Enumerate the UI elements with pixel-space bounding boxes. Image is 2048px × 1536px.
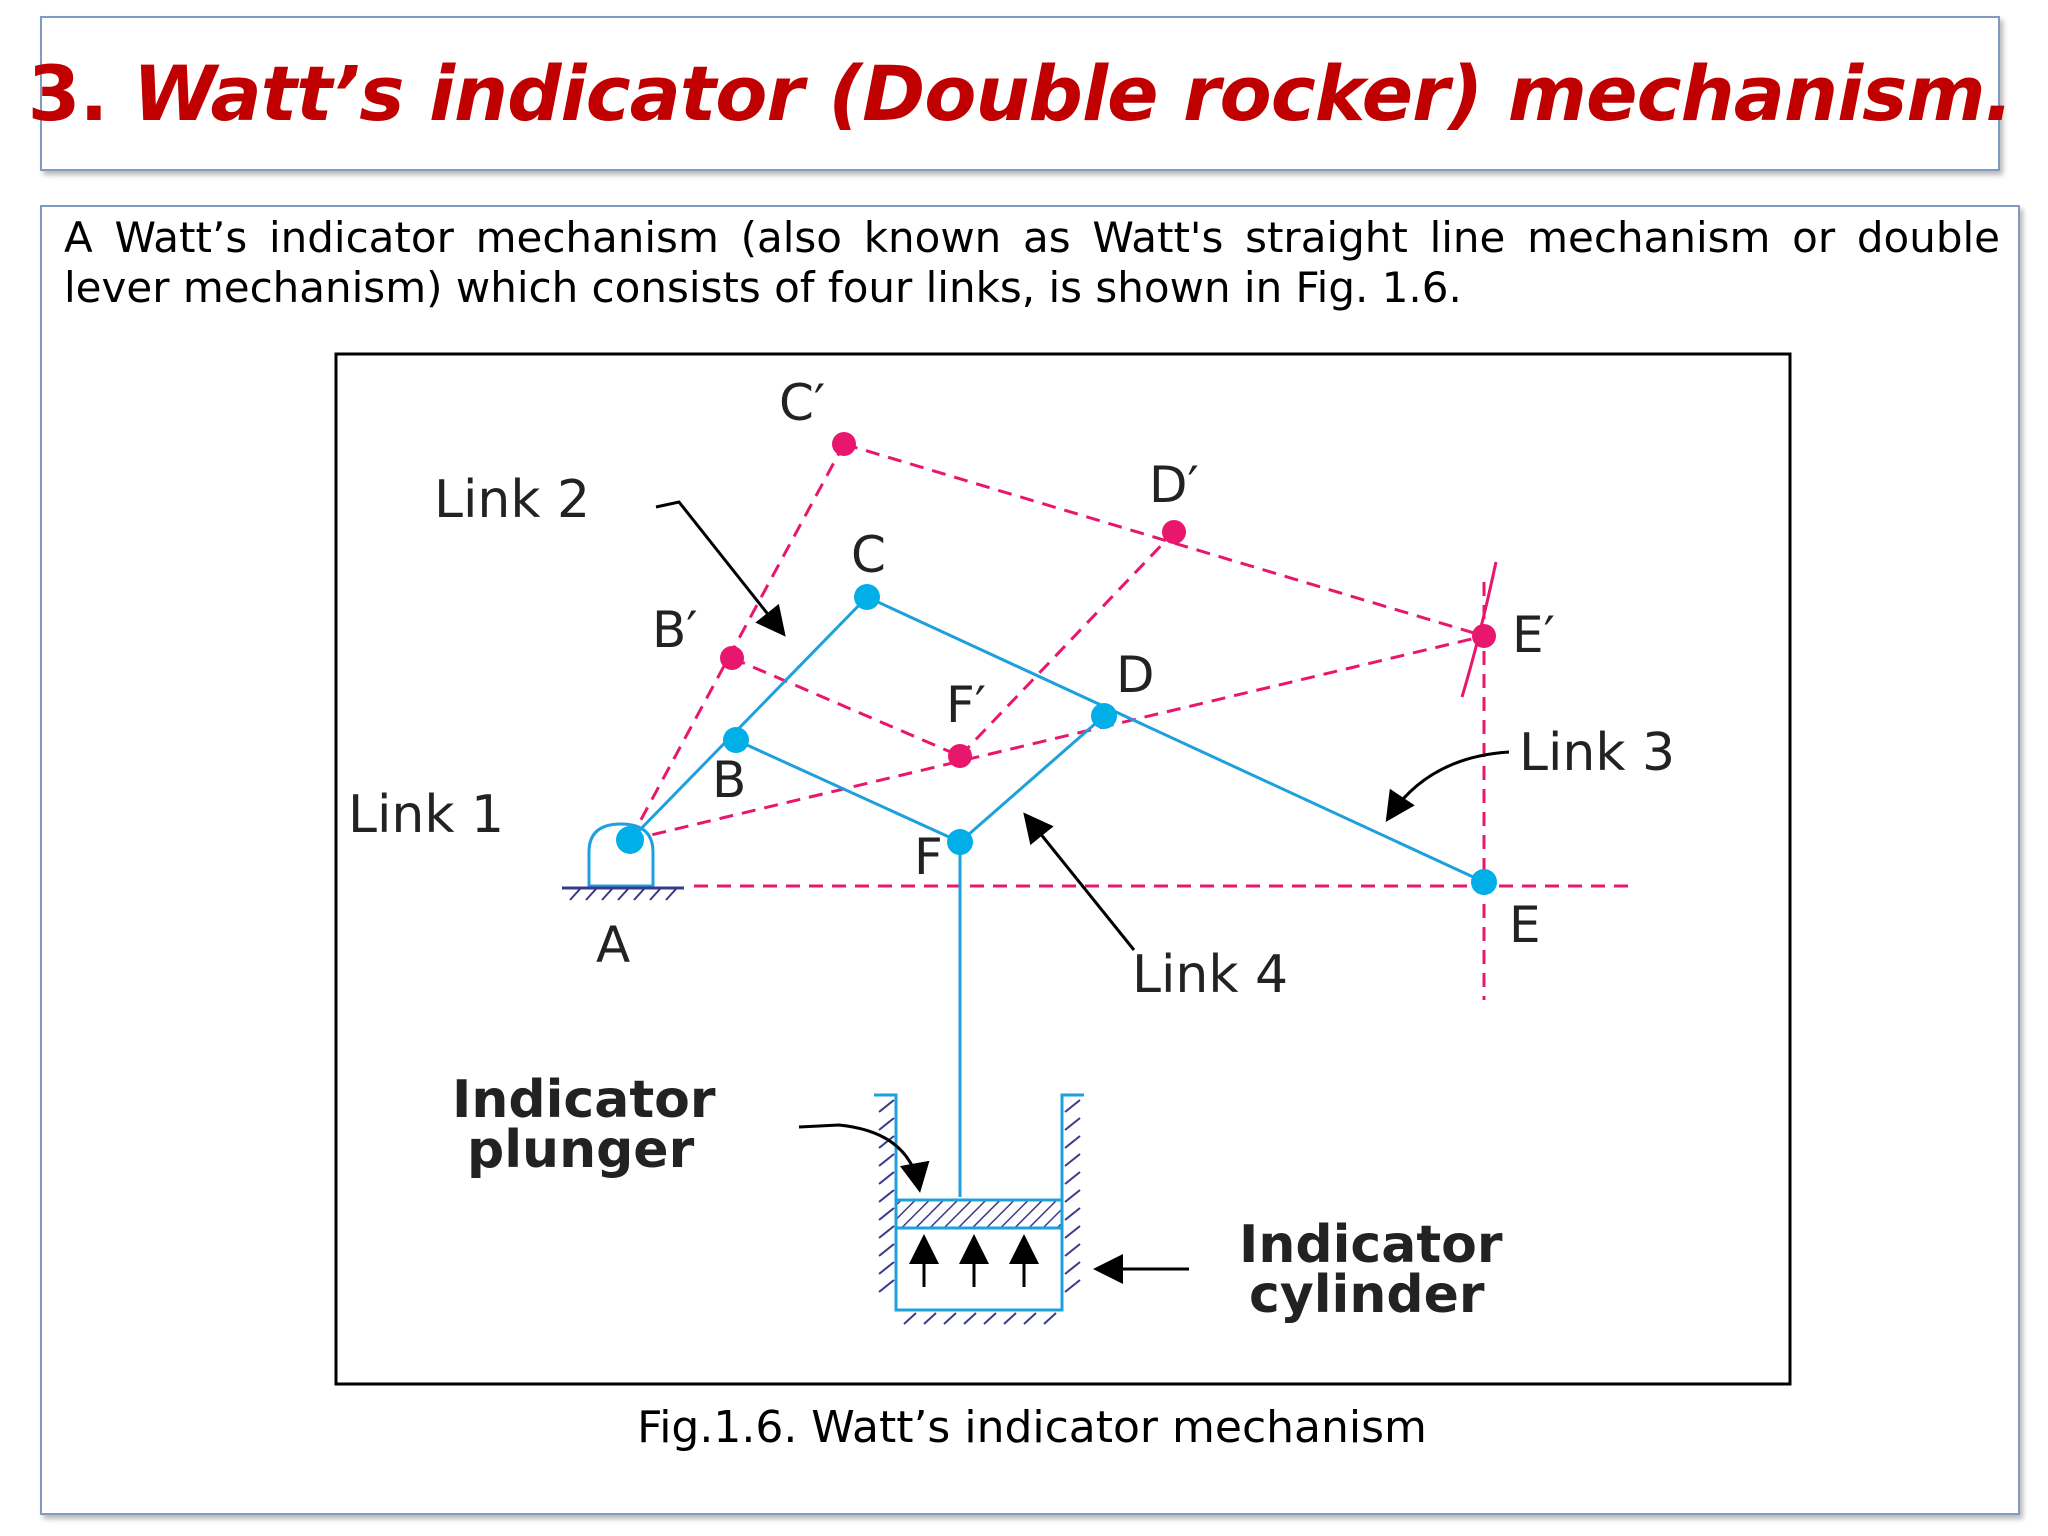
link2-leader-arrow: [655, 500, 786, 637]
label-b-prime: B′: [652, 601, 698, 659]
joint-b: [723, 727, 749, 753]
label-link2: Link 2: [434, 470, 590, 530]
cylinder-wall-hatch: [878, 1099, 1081, 1325]
joint-d-prime: [1162, 520, 1186, 544]
figure-caption: Fig.1.6. Watt’s indicator mechanism: [637, 1402, 1427, 1453]
plunger-piston: [894, 1198, 1064, 1230]
links: [587, 595, 1485, 1197]
slide-title: 3. Watt’s indicator (Double rocker) mech…: [27, 49, 2014, 138]
link2-line: [628, 595, 869, 842]
joint-d: [1091, 703, 1117, 729]
joints: [616, 584, 1497, 895]
label-e: E: [1509, 896, 1541, 954]
title-text: Watt’s indicator (Double rocker) mechani…: [132, 49, 2014, 138]
mechanism-diagram: C′ D′ E′ B′ F′ C D B F A E Link 1 Link 2…: [334, 352, 1792, 1386]
label-cylinder-line1: Indicator: [1239, 1215, 1503, 1275]
figure-frame: [334, 352, 1792, 1386]
mechanism-figure: C′ D′ E′ B′ F′ C D B F A E Link 1 Link 2…: [334, 352, 1792, 1386]
label-a: A: [596, 916, 630, 974]
label-plunger-line2: plunger: [467, 1120, 695, 1180]
label-c: C: [851, 526, 886, 584]
indicator-cylinder: [874, 1093, 1084, 1325]
b-f-displaced-line: [731, 656, 961, 758]
label-plunger-line1: Indicator: [452, 1070, 716, 1130]
plunger-leader-arrow: [798, 1123, 930, 1193]
link4-displaced-line: [958, 530, 1176, 758]
label-link3: Link 3: [1519, 723, 1675, 783]
label-f: F: [914, 828, 943, 886]
label-link4: Link 4: [1132, 945, 1288, 1005]
ground-a-hatch: [569, 888, 677, 901]
title-box: 3. Watt’s indicator (Double rocker) mech…: [28, 16, 2013, 171]
b-f-line: [735, 738, 961, 844]
joint-f: [947, 829, 973, 855]
label-e-prime: E′: [1512, 606, 1555, 664]
label-cylinder-line2: cylinder: [1249, 1265, 1485, 1325]
pivot-a-support: [587, 822, 655, 888]
label-c-prime: C′: [779, 374, 825, 432]
intro-paragraph: A Watt’s indicator mechanism (also known…: [64, 213, 2000, 312]
joint-a: [616, 826, 644, 854]
link3-displaced-line: [843, 442, 1485, 638]
label-d-prime: D′: [1149, 456, 1199, 514]
link4-line: [959, 714, 1105, 844]
displaced-links: [628, 442, 1634, 1000]
displaced-joints: [720, 432, 1496, 768]
content-box: A Watt’s indicator mechanism (also known…: [40, 205, 2020, 1515]
title-number: 3.: [27, 49, 133, 138]
cylinder-walls: [874, 1093, 1084, 1312]
joint-e: [1471, 869, 1497, 895]
label-f-prime: F′: [946, 676, 986, 734]
label-d: D: [1116, 646, 1155, 704]
joint-c: [854, 584, 880, 610]
link4-leader-arrow: [1023, 812, 1136, 951]
link3-line: [866, 595, 1485, 884]
link3-leader-arrow: [1385, 750, 1510, 822]
label-b: B: [712, 751, 746, 809]
link2-displaced-line: [628, 443, 846, 841]
joint-e-prime: [1472, 624, 1496, 648]
joint-f-prime: [948, 744, 972, 768]
a-e-displaced-line: [629, 634, 1485, 842]
pressure-arrows: [909, 1234, 1039, 1287]
joint-b-prime: [720, 646, 744, 670]
joint-c-prime: [832, 432, 856, 456]
leader-arrows: [655, 500, 1510, 1284]
label-link1: Link 1: [348, 785, 504, 845]
